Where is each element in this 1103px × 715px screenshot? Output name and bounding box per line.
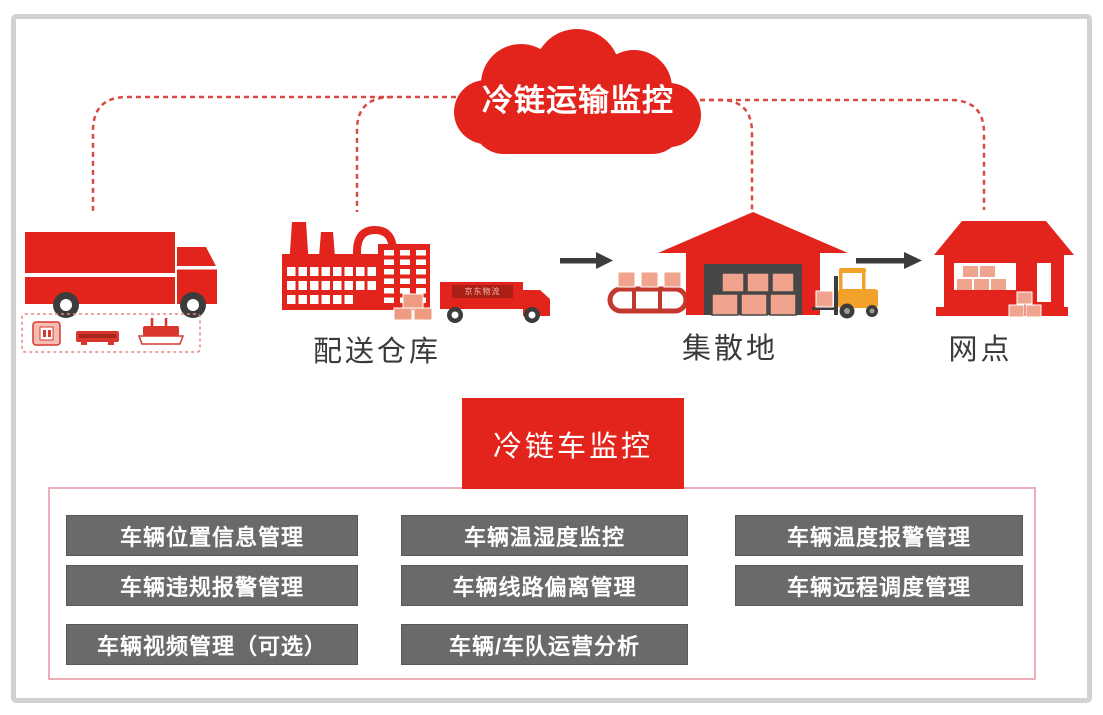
node-label-hub: 集散地 bbox=[681, 333, 778, 365]
gps-unit-icon bbox=[76, 331, 119, 345]
factory-icon bbox=[282, 222, 433, 321]
cloud-label: 冷链运输监控 bbox=[482, 83, 674, 118]
telematics-unit-icon bbox=[137, 318, 185, 345]
arrow-right-icon bbox=[560, 252, 613, 269]
node-label-outlet: 网点 bbox=[948, 334, 1013, 366]
feature-remote-dispatch: 车辆远程调度管理 bbox=[735, 565, 1023, 606]
parcel-boxes-icon bbox=[393, 293, 433, 321]
feature-temp-humidity-monitor: 车辆温湿度监控 bbox=[401, 515, 688, 556]
forklift-icon bbox=[812, 268, 878, 319]
feature-video-management: 车辆视频管理（可选） bbox=[66, 624, 358, 665]
monitor-title: 冷链车监控 bbox=[492, 430, 653, 463]
node-label-warehouse: 配送仓库 bbox=[312, 336, 441, 368]
delivery-truck-icon bbox=[440, 282, 550, 323]
hub-warehouse-icon bbox=[658, 212, 848, 316]
conveyor-icon bbox=[607, 271, 689, 314]
arrow-right-icon bbox=[856, 252, 922, 269]
feature-temp-alarm: 车辆温度报警管理 bbox=[735, 515, 1023, 556]
cloud-icon bbox=[454, 29, 701, 154]
sensor-tag-icon bbox=[32, 321, 61, 346]
monitor-title-box: 冷链车监控 bbox=[462, 398, 684, 489]
feature-vehicle-position: 车辆位置信息管理 bbox=[66, 515, 358, 556]
feature-fleet-analysis: 车辆/车队运营分析 bbox=[401, 624, 688, 665]
tracker-devices-icon bbox=[21, 313, 201, 353]
outlet-store-icon bbox=[934, 221, 1074, 318]
feature-route-deviation: 车辆线路偏离管理 bbox=[401, 565, 688, 606]
cold-chain-truck-icon bbox=[25, 232, 217, 318]
feature-violation-alarm: 车辆违规报警管理 bbox=[66, 565, 358, 606]
delivery-truck-sign: 京东物流 bbox=[464, 287, 501, 296]
dashed-connector-lines bbox=[91, 95, 986, 213]
